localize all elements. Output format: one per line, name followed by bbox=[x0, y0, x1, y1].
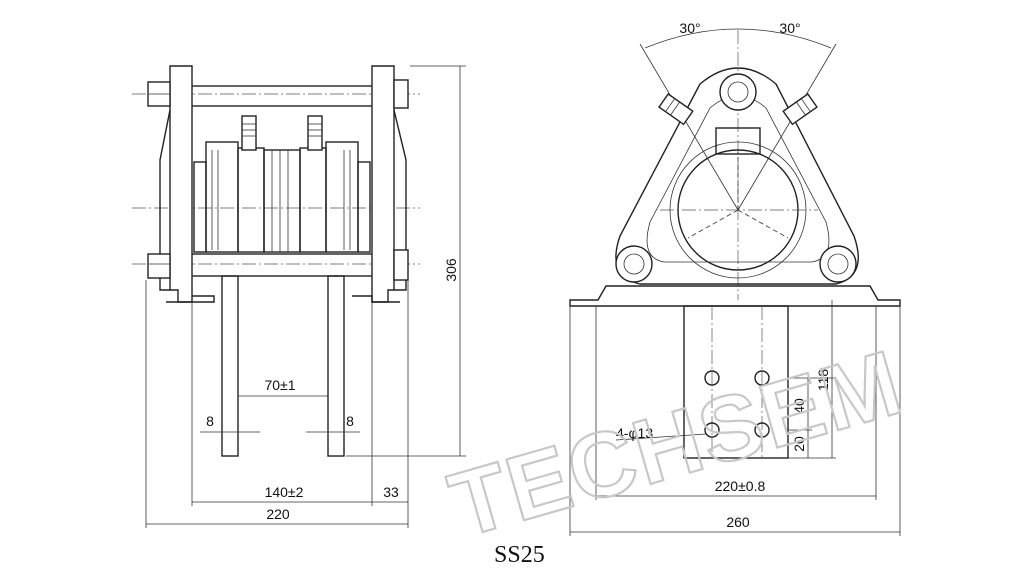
holes-label: 4-φ13 bbox=[616, 425, 653, 441]
dim-mount-width-label: 220±0.8 bbox=[715, 478, 766, 494]
angle-right-label: 30° bbox=[779, 20, 800, 36]
dim-20-label: 20 bbox=[791, 436, 807, 452]
front-view: 30° 30° bbox=[569, 20, 901, 536]
dim-height-label: 306 bbox=[443, 258, 459, 282]
dim-118-label: 118 bbox=[815, 369, 831, 392]
dim-plate-right-label: 8 bbox=[346, 413, 354, 429]
dim-inner-width-label: 140±2 bbox=[265, 484, 304, 500]
dim-base-width-label: 260 bbox=[726, 514, 750, 530]
angle-left-label: 30° bbox=[679, 20, 700, 36]
watermark-logo: TECHSEM bbox=[439, 331, 913, 557]
dim-spacing-label: 70±1 bbox=[264, 377, 295, 393]
dim-overall-width-label: 220 bbox=[266, 506, 290, 522]
dim-offset-label: 33 bbox=[383, 484, 399, 500]
dim-plate-left-label: 8 bbox=[206, 413, 214, 429]
model-label: SS25 bbox=[494, 542, 545, 568]
dim-40-label: 40 bbox=[791, 398, 807, 414]
side-view: 306 70±1 8 8 140±2 33 220 bbox=[132, 65, 466, 528]
